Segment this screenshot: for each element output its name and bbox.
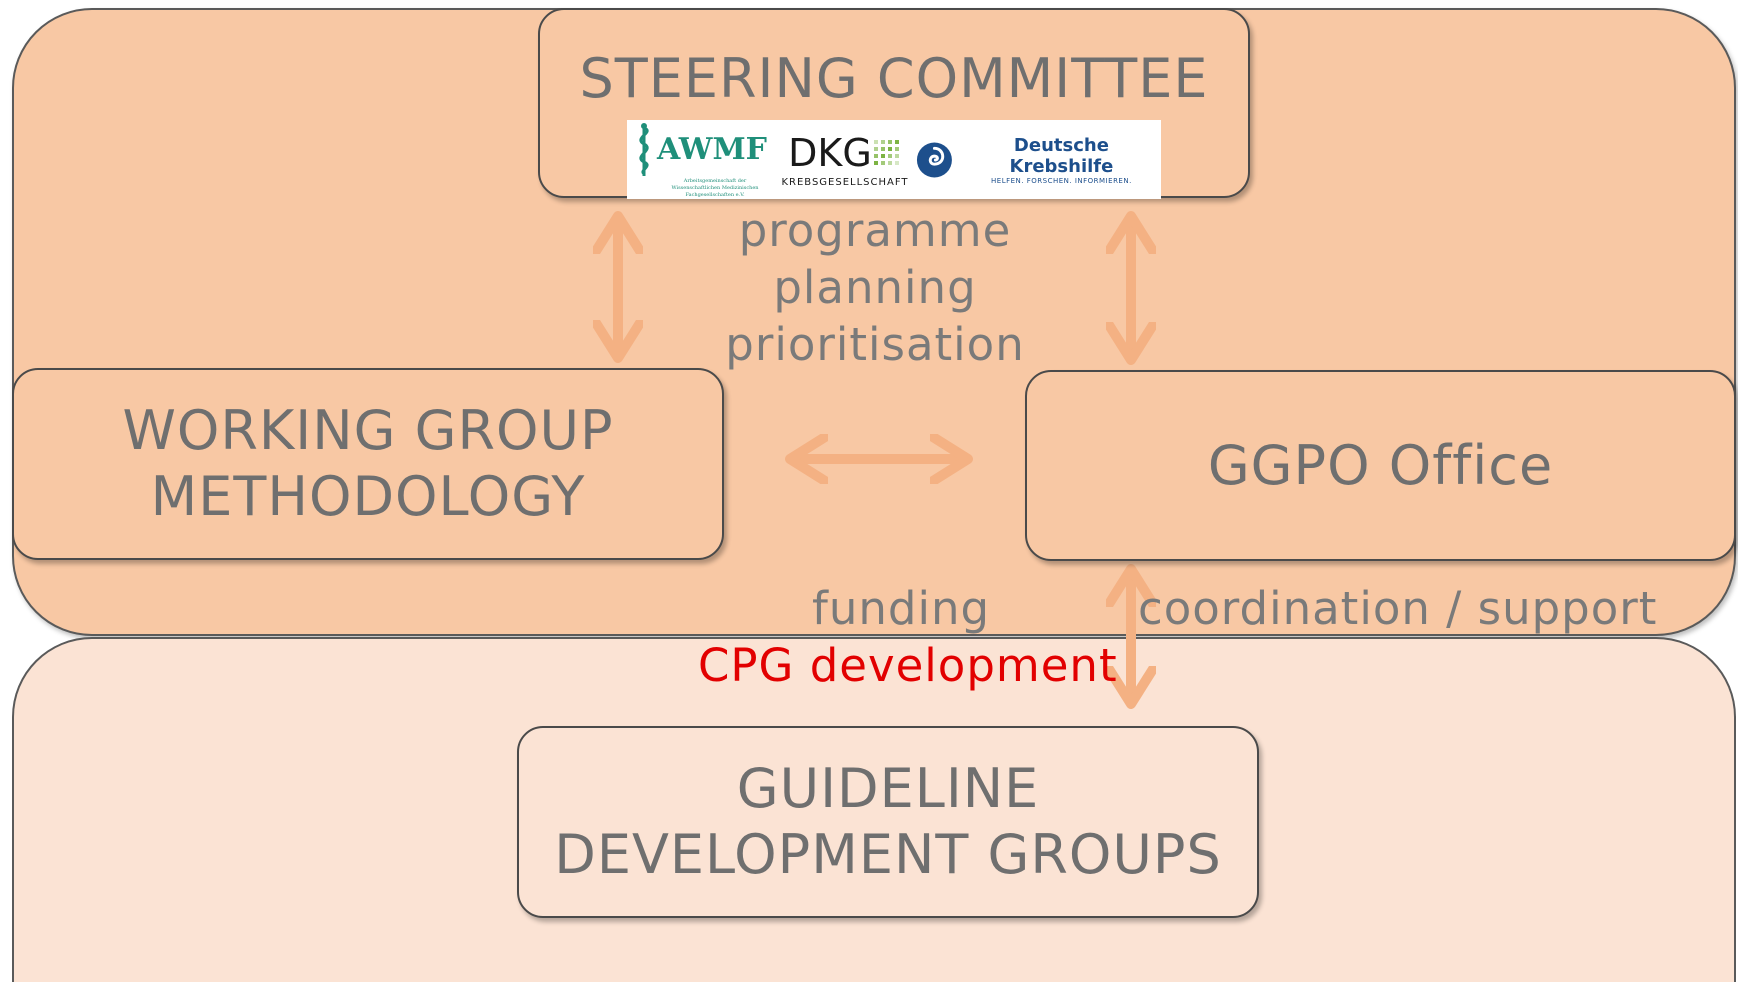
deutsche-krebshilfe-logo: Deutsche Krebshilfe HELFEN. FORSCHEN. IN… bbox=[915, 120, 1161, 199]
staff-of-asclepius-icon bbox=[639, 123, 649, 176]
dkh-slogan: HELFEN. FORSCHEN. INFORMIEREN. bbox=[991, 176, 1132, 185]
dot-grid-icon bbox=[873, 140, 899, 165]
label-prioritisation: prioritisation bbox=[725, 318, 1025, 371]
partner-logos: AWMF Arbeitsgemeinschaft der Wissenschaf… bbox=[627, 120, 1161, 199]
label-coordination-support: coordination / support bbox=[1138, 582, 1658, 635]
guideline-groups-line1: GUIDELINE bbox=[736, 757, 1040, 820]
awmf-subtitle: Arbeitsgemeinschaft der Wissenschaftlich… bbox=[671, 178, 759, 198]
awmf-name: AWMF bbox=[657, 131, 767, 167]
working-group-line1: WORKING GROUP bbox=[122, 399, 614, 462]
krebshilfe-swirl-icon bbox=[916, 142, 952, 177]
ggpo-office-title: GGPO Office bbox=[1207, 433, 1554, 497]
steering-committee-box: STEERING COMMITTEE AWMF Arbeitsgemeinsch… bbox=[538, 8, 1250, 199]
ggpo-office-box: GGPO Office bbox=[1025, 370, 1736, 561]
awmf-logo: AWMF Arbeitsgemeinschaft der Wissenschaf… bbox=[627, 120, 775, 199]
working-group-line2: METHODOLOGY bbox=[150, 465, 586, 528]
dkh-name: Deutsche Krebshilfe bbox=[1009, 134, 1114, 177]
steering-committee-title: STEERING COMMITTEE bbox=[579, 47, 1209, 110]
guideline-groups-box: GUIDELINE DEVELOPMENT GROUPS bbox=[517, 726, 1259, 918]
label-funding: funding bbox=[812, 582, 991, 635]
dkg-name: DKG bbox=[788, 131, 872, 175]
guideline-groups-line2: DEVELOPMENT GROUPS bbox=[554, 823, 1222, 886]
working-group-box: WORKING GROUP METHODOLOGY bbox=[12, 368, 724, 560]
label-programme: programme bbox=[738, 204, 1012, 257]
label-cpg-development: CPG development bbox=[698, 639, 1118, 692]
label-planning: planning bbox=[773, 261, 977, 314]
dkg-logo: DKG KREBSGESELLSCHAFT bbox=[775, 120, 915, 199]
dkg-subtitle: KREBSGESELLSCHAFT bbox=[781, 177, 909, 188]
